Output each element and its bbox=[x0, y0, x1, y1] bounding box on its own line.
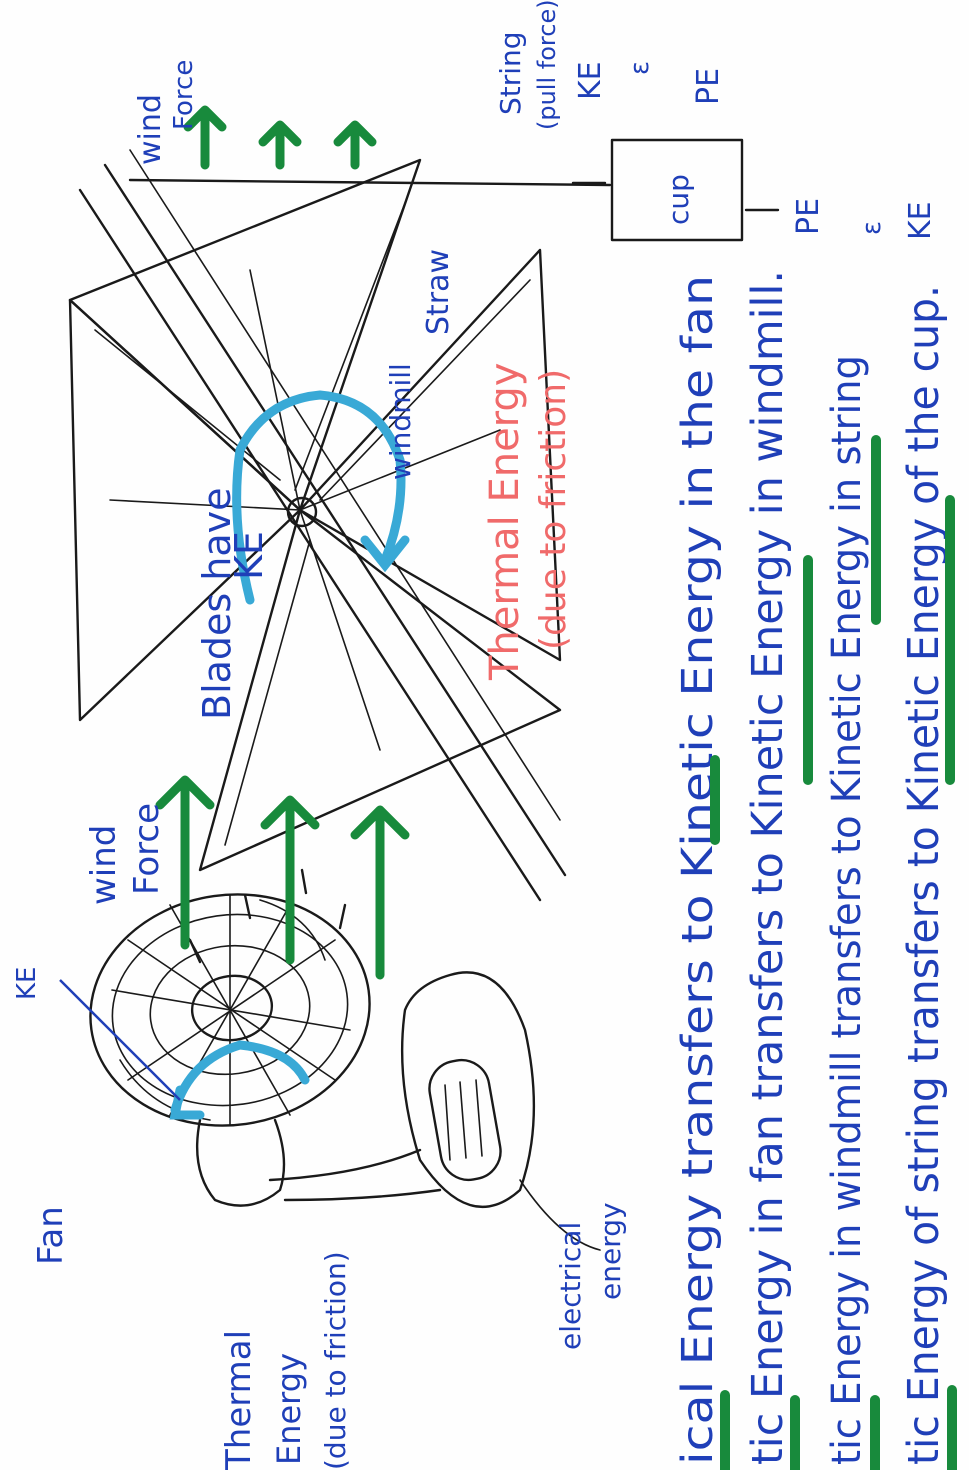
string-line2: (pull force) bbox=[533, 0, 561, 130]
wind-arrows-right bbox=[183, 105, 377, 170]
rotation-arrows bbox=[169, 390, 410, 1120]
thermal-windmill-line1: Thermal Energy bbox=[482, 363, 528, 681]
cup-label: cup bbox=[662, 174, 695, 225]
pinwheel-sketch bbox=[68, 138, 780, 902]
blades-line1: Blades have bbox=[195, 487, 239, 720]
electrical-line1: electrical bbox=[554, 1222, 587, 1350]
sentence-2: tic Energy in fan transfers to Kinetic E… bbox=[743, 270, 793, 1465]
windmill-rotation-arrow bbox=[232, 390, 406, 605]
windmill-label: windmill bbox=[384, 363, 417, 480]
thermal-fan-line3: (due to friction) bbox=[319, 1251, 352, 1470]
thermal-windmill-line2: (due to friction) bbox=[533, 369, 574, 650]
fan-ke-label: KE bbox=[12, 967, 42, 1000]
blades-line2: KE bbox=[227, 531, 271, 580]
fan-rotation-arrow bbox=[170, 1040, 310, 1115]
straw-label: Straw bbox=[421, 249, 456, 335]
green-arrow bbox=[183, 105, 227, 170]
fan-sketch bbox=[89, 868, 601, 1251]
windmill-rotation-arrowhead bbox=[360, 535, 410, 573]
green-arrow bbox=[333, 120, 377, 170]
wind-arrows-left bbox=[155, 775, 410, 980]
labels: Fan KE Thermal Energy (due to friction) … bbox=[12, 0, 938, 1470]
wind-force-left-line1: wind bbox=[84, 825, 124, 905]
fan-label: Fan bbox=[31, 1206, 71, 1265]
sentence-1: ical Energy transfers to Kinetic Energy … bbox=[673, 275, 723, 1465]
green-arrow bbox=[350, 805, 410, 980]
sentence-4: tic Energy of string transfers to Kineti… bbox=[899, 285, 949, 1465]
green-arrow bbox=[155, 775, 215, 950]
wind-force-right-line2: Force bbox=[169, 60, 199, 130]
sentence-3: tic Energy in windmill transfers to Kine… bbox=[824, 355, 870, 1465]
thermal-fan-line2: Energy bbox=[270, 1353, 308, 1465]
wind-force-right-line1: wind bbox=[133, 94, 168, 165]
energy-transfer-sentences: ical Energy transfers to Kinetic Energy … bbox=[673, 270, 957, 1470]
thermal-fan-line1: Thermal bbox=[219, 1330, 259, 1470]
green-arrow bbox=[258, 120, 302, 170]
cup-ke-label: KE bbox=[903, 201, 938, 240]
fan-ke-pointer bbox=[59, 979, 181, 1101]
string-epsilon-label: ε bbox=[625, 61, 655, 75]
electrical-line2: energy bbox=[594, 1202, 627, 1300]
cup-pe-label: PE bbox=[791, 198, 826, 235]
green-arrow bbox=[260, 795, 320, 965]
string-ke-label: KE bbox=[573, 61, 608, 100]
string-pe-label: PE bbox=[691, 68, 726, 105]
wind-force-left-line2: Force bbox=[127, 803, 167, 895]
string-line1: String bbox=[494, 31, 527, 115]
cup-epsilon-label: ε bbox=[857, 221, 887, 235]
